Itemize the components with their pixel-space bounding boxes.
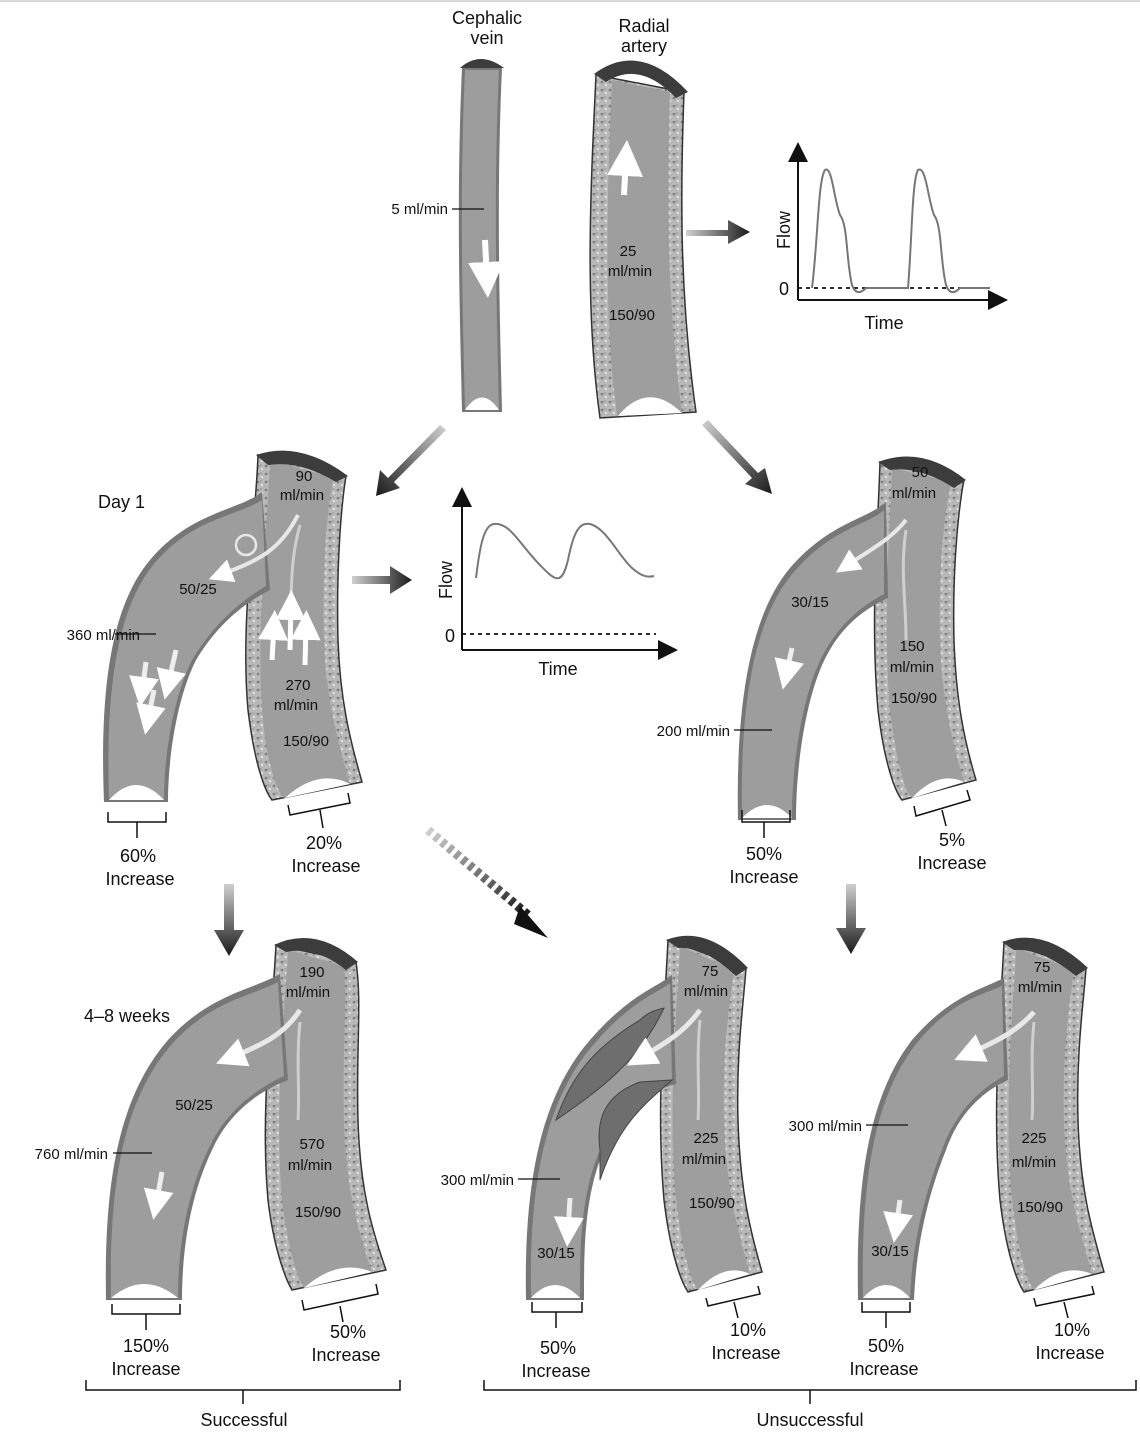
stenosis-inflow-unit: ml/min [684,983,728,1000]
to-graph-arrow [686,220,750,244]
weeks-vein-increase-label: Increase [111,1359,180,1379]
day1-inflow-value: 90 [296,468,313,485]
graph2-xlabel: Time [538,659,577,679]
small-vein-pressure: 30/15 [871,1243,909,1260]
right-inflow-unit: ml/min [892,485,936,502]
stenosis-vein-increase-pct: 50% [540,1338,576,1358]
arrow-to-weeks [214,884,244,956]
flow-graph-arterial: 0 Flow Time [774,150,1000,333]
weeks-artery-pressure: 150/90 [295,1204,341,1221]
stenosis-artery-increase-pct: 10% [730,1320,766,1340]
weeks-title: 4–8 weeks [84,1006,170,1026]
artery-flow-unit: ml/min [608,263,652,280]
small-vein-increase-pct: 50% [868,1336,904,1356]
weeks-vein-pressure: 50/25 [175,1097,213,1114]
weeks-inflow-value: 190 [299,964,324,981]
stenosis-artery-flow-unit: ml/min [682,1151,726,1168]
artery-flow-value: 25 [620,243,637,260]
right-vein-pressure: 30/15 [791,594,829,611]
successful-label: Successful [200,1410,287,1430]
right-artery-increase-pct: 5% [939,830,965,850]
vein-title-line2: vein [470,28,503,48]
day1-vein-increase-label: Increase [105,869,174,889]
graph2-zero: 0 [445,626,455,646]
venous-flow-arrow [485,240,487,280]
arrow-to-small [836,884,866,954]
weeks-vein-flow: 760 ml/min [35,1146,108,1163]
graph1-xlabel: Time [864,313,903,333]
day1-artery-flow-unit: ml/min [274,697,318,714]
day1-vein-increase-pct: 60% [120,846,156,866]
arrow-to-day1 [376,425,446,496]
stenosis-inflow-value: 75 [702,963,719,980]
stenosis-vein-flow: 300 ml/min [441,1172,514,1189]
right-vein-flow: 200 ml/min [657,723,730,740]
unsuccessful-bracket [484,1380,1136,1404]
small-inflow-value: 75 [1034,959,1051,976]
right-artery-flow-value: 150 [899,638,924,655]
vein-title-line1: Cephalic [452,8,522,28]
graph1-zero: 0 [779,279,789,299]
small-vein-flow: 300 ml/min [789,1118,862,1135]
day1-artery-pressure: 150/90 [283,733,329,750]
day1-artery-increase-label: Increase [291,856,360,876]
arrow-to-right [702,420,772,494]
small-artery-flow-value: 225 [1021,1130,1046,1147]
small-artery-increase-label: Increase [1035,1343,1104,1363]
right-inflow-value: 50 [912,464,929,481]
to-graph2-arrow [352,566,412,594]
stenosis-vein-increase-label: Increase [521,1361,590,1381]
unsuccessful-label: Unsuccessful [756,1410,863,1430]
stenosis-artery-flow-value: 225 [693,1130,718,1147]
fistula-right-mid [738,456,976,820]
successful-bracket [86,1380,400,1404]
small-vein-increase-label: Increase [849,1359,918,1379]
small-artery-flow-unit: ml/min [1012,1154,1056,1171]
stenosis-artery-increase-label: Increase [711,1343,780,1363]
day1-artery-increase-pct: 20% [306,833,342,853]
fistula-weeks [106,938,386,1300]
weeks-artery-increase-label: Increase [311,1345,380,1365]
small-artery-pressure: 150/90 [1017,1199,1063,1216]
right-artery-increase-label: Increase [917,853,986,873]
day1-inflow-unit: ml/min [280,487,324,504]
artery-pressure: 150/90 [609,307,655,324]
day1-vein-pressure: 50/25 [179,581,217,598]
cephalic-vein [459,59,504,412]
weeks-artery-flow-value: 570 [299,1136,324,1153]
day1-vein-flow: 360 ml/min [67,627,140,644]
weeks-inflow-unit: ml/min [286,984,330,1001]
weeks-artery-flow-unit: ml/min [288,1157,332,1174]
stenosis-vein-pressure: 30/15 [537,1245,575,1262]
right-vein-increase-pct: 50% [746,844,782,864]
weeks-vein-increase-pct: 150% [123,1336,169,1356]
artery-title-line1: Radial [618,16,669,36]
day1-title: Day 1 [98,492,145,512]
artery-title-line2: artery [621,36,667,56]
graph2-ylabel: Flow [436,560,456,599]
arrow-to-stenosis-dashed [428,830,548,938]
flow-graph-fistula: 0 Flow Time [436,495,670,679]
small-inflow-unit: ml/min [1018,979,1062,996]
right-vein-increase-label: Increase [729,867,798,887]
radial-artery [590,61,696,418]
weeks-artery-increase-pct: 50% [330,1322,366,1342]
vein-flow-label: 5 ml/min [391,201,448,218]
day1-artery-flow-value: 270 [285,677,310,694]
small-artery-increase-pct: 10% [1054,1320,1090,1340]
graph1-ylabel: Flow [774,210,794,249]
arterial-flow-arrow [624,158,626,195]
right-artery-pressure: 150/90 [891,690,937,707]
right-artery-flow-unit: ml/min [890,659,934,676]
stenosis-artery-pressure: 150/90 [689,1195,735,1212]
